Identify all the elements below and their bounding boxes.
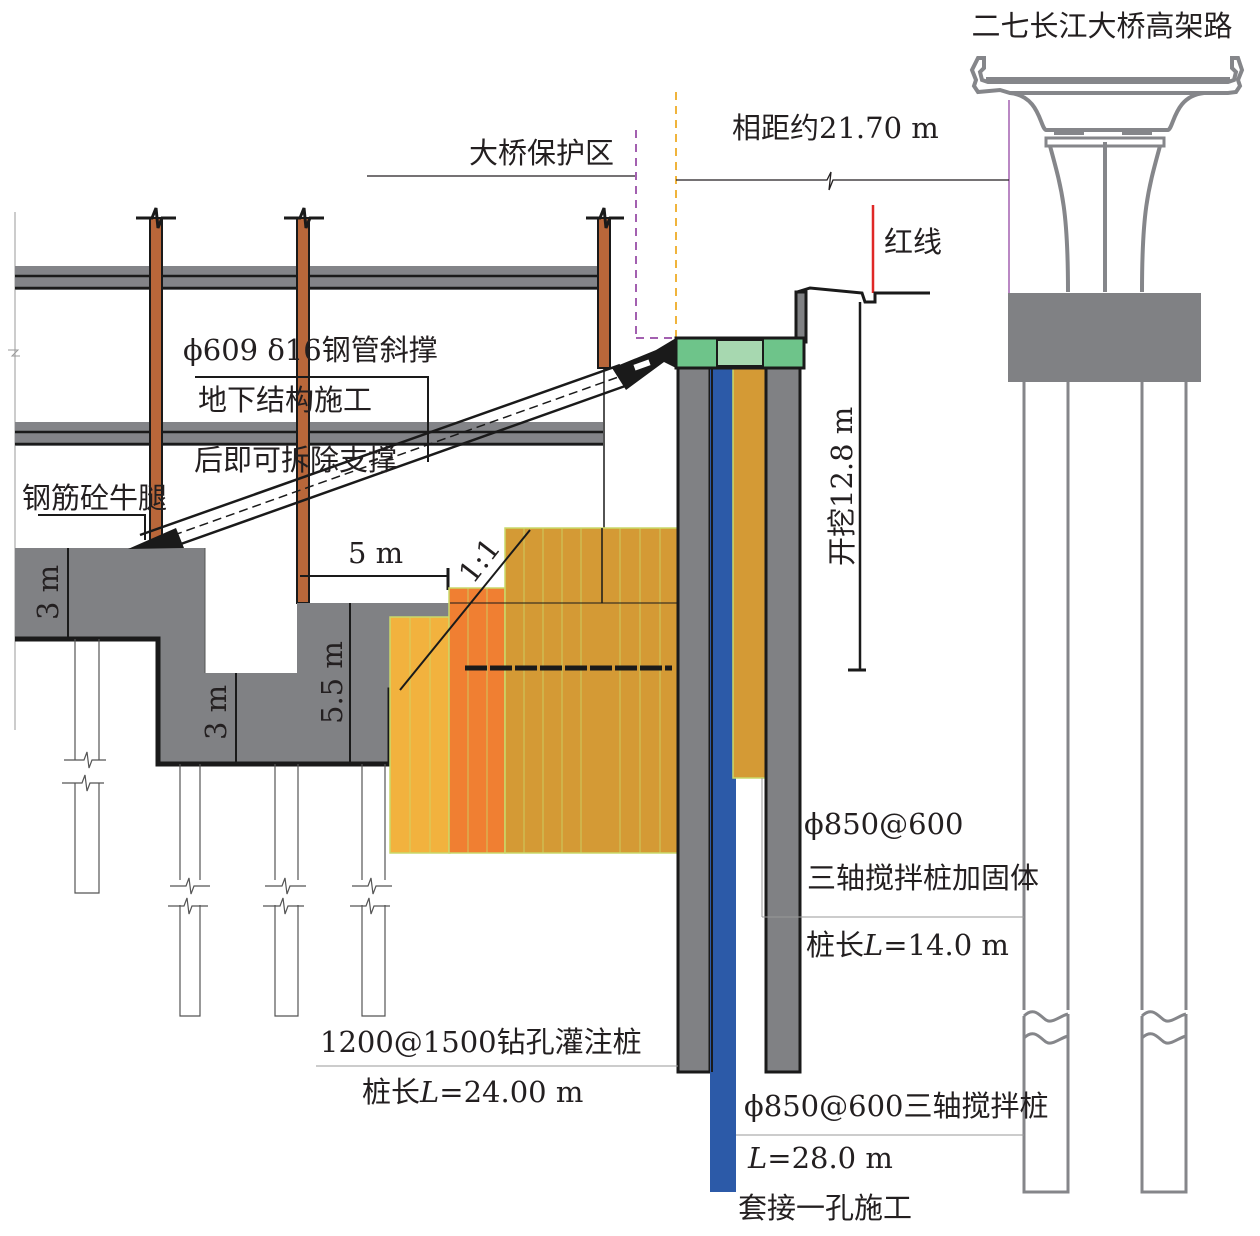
zone-markers [367, 92, 1009, 339]
dim-3m-top-label: 3 m [31, 565, 65, 620]
ground-surface [794, 286, 930, 672]
reinforce-name-label: 三轴搅拌桩加固体 [807, 861, 1039, 895]
bridge-pile-cap [1008, 293, 1201, 382]
strut-label-leader [195, 376, 429, 462]
column-break-icon [284, 207, 324, 229]
bridge-deck [969, 56, 1245, 95]
reinforce-zone-main [504, 527, 686, 854]
pier-column-left [1048, 145, 1070, 293]
soil-reinforcement [389, 527, 686, 854]
reinforce-zone-red [448, 587, 506, 854]
strut-label-spec: ϕ609 δ16钢管斜撑 [183, 333, 438, 367]
retaining-wall [316, 336, 1024, 1192]
strut-label-note-2: 后即可拆除支撑 [194, 443, 397, 477]
strut-joint-detail [633, 359, 651, 371]
column-break-icon [136, 207, 176, 229]
bridge-title: 二七长江大桥高架路 [971, 9, 1232, 43]
bridge-pile-lower [1022, 1014, 1070, 1194]
pile-break-icon [263, 877, 306, 915]
strut-edge [177, 383, 629, 547]
bored-pile-right [764, 366, 802, 1074]
pile-break-icon [1022, 1010, 1069, 1045]
pile-break-icon [350, 877, 392, 915]
bearing-right [1122, 129, 1152, 135]
pile-break-icon [168, 877, 210, 915]
pile-break-icon [62, 751, 106, 792]
dim-3m-bottom-label: 3 m [199, 685, 233, 740]
foundation-pile [274, 764, 299, 1017]
distance-label: 相距约21.70 m [732, 111, 939, 145]
reinforce-zone-light [389, 616, 451, 854]
dim-5-5m-label: 5.5 m [315, 641, 349, 724]
foundation-pile [74, 639, 100, 894]
bored-pile-left [676, 366, 712, 1074]
labels: 二七长江大桥高架路 大桥保护区 相距约21.70 m 红线 ϕ609 δ16钢管… [22, 9, 1233, 1225]
bearing-left [1054, 129, 1084, 135]
reinforce-length-label: 桩长L=14.0 m [806, 928, 1009, 962]
bored-pile-length-label: 桩长L=24.00 m [362, 1075, 583, 1109]
foundation-body [15, 548, 450, 764]
red-line-label: 红线 [884, 225, 942, 259]
strut-label-note-1: 地下结构施工 [198, 383, 372, 417]
strut-edge [139, 363, 621, 537]
pile-break-icon [1140, 1010, 1187, 1045]
capping-beam-center [716, 339, 764, 367]
bridge-structure [969, 56, 1245, 1194]
bridge-pier-cap [1009, 91, 1205, 132]
label-leaders [38, 376, 429, 540]
foundation-pile [179, 764, 201, 1017]
corbel-label-leader [38, 514, 146, 540]
steel-strut [128, 338, 676, 549]
mixing-pile-length-label: L=28.0 m [747, 1141, 893, 1175]
steel-column [597, 217, 611, 369]
bored-pile-spec-label: 1200@1500钻孔灌注桩 [320, 1025, 642, 1059]
distance-dimension-line [676, 171, 1009, 191]
slope-label: 1:1 [452, 532, 508, 590]
protection-zone-label: 大桥保护区 [469, 136, 614, 170]
ground-line [796, 286, 930, 304]
crown-wall [794, 290, 808, 344]
edge-break-icon [8, 349, 20, 357]
strut-end-corbel [128, 528, 184, 549]
bridge-pile-lower [1140, 1014, 1188, 1194]
mixing-pile-note-label: 套接一孔施工 [738, 1191, 912, 1225]
mixing-pile-spec-label: ϕ850@600三轴搅拌桩 [744, 1089, 1048, 1123]
column-break-icon [586, 207, 624, 229]
pier-column-right [1140, 145, 1162, 293]
reinforce-spec-label: ϕ850@600 [804, 807, 963, 841]
reinforce-hatching [409, 528, 661, 853]
slope-line [399, 529, 531, 691]
existing-building [8, 207, 624, 730]
foundation-pile [361, 764, 386, 1017]
excavation-depth-label: 开挖12.8 m [825, 407, 859, 566]
mixing-pile-blue [710, 368, 736, 1192]
foundation-piles [62, 639, 392, 1017]
dim-5m-label: 5 m [348, 536, 403, 570]
corbel-label: 钢筋砼牛腿 [22, 481, 167, 515]
strut-centerline [159, 374, 625, 541]
